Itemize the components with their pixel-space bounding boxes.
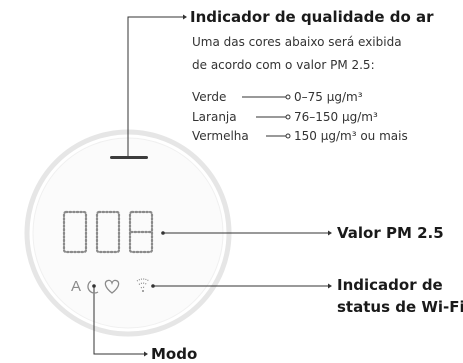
leader-markers	[144, 14, 332, 357]
digit-8	[128, 210, 154, 254]
wifi-icon-dot	[142, 290, 144, 292]
level-range-laranja: 76–150 μg/m³	[294, 110, 378, 124]
mode-label: Modo	[151, 345, 198, 363]
level-dots	[285, 94, 291, 139]
arrow-air-quality	[183, 14, 187, 20]
arrow-pm-value	[328, 230, 332, 236]
mode-origin-dot	[92, 284, 96, 288]
arrow-wifi	[328, 283, 332, 289]
pm-value-label: Valor PM 2.5	[337, 224, 444, 242]
wifi-origin-dot	[151, 284, 155, 288]
arrow-mode	[144, 351, 148, 357]
wifi-status-label-line-1: Indicador de	[337, 276, 443, 294]
digit-0-first	[62, 210, 88, 254]
pm-display-digits	[62, 210, 154, 254]
level-name-laranja: Laranja	[192, 110, 237, 124]
level-dot-verde	[285, 94, 291, 100]
sleep-mode-moon-icon	[87, 280, 99, 294]
pm-origin-dot	[161, 231, 165, 235]
air-quality-title: Indicador de qualidade do ar	[190, 8, 434, 26]
origin-dots	[92, 231, 165, 288]
level-range-verde: 0–75 μg/m³	[294, 90, 363, 104]
level-dot-vermelha	[285, 133, 291, 139]
air-quality-description-line-1: Uma das cores abaixo será exibida	[192, 35, 402, 49]
level-dot-laranja	[285, 114, 291, 120]
air-quality-indicator-bar	[110, 156, 148, 159]
level-name-verde: Verde	[192, 90, 227, 104]
digit-0-second	[95, 210, 121, 254]
mode-leader-line	[93, 286, 144, 355]
wifi-status-label-line-2: status de Wi-Fi	[337, 298, 463, 316]
auto-mode-letter: A	[71, 278, 82, 295]
wifi-icon	[136, 278, 150, 289]
favorite-mode-heart-icon	[104, 279, 120, 294]
leader-lines	[93, 16, 328, 355]
level-range-vermelha: 150 μg/m³ ou mais	[294, 129, 408, 143]
level-name-vermelha: Vermelha	[192, 129, 249, 143]
air-quality-description-line-2: de acordo com o valor PM 2.5:	[192, 58, 375, 72]
air-quality-leader-line	[127, 16, 183, 156]
